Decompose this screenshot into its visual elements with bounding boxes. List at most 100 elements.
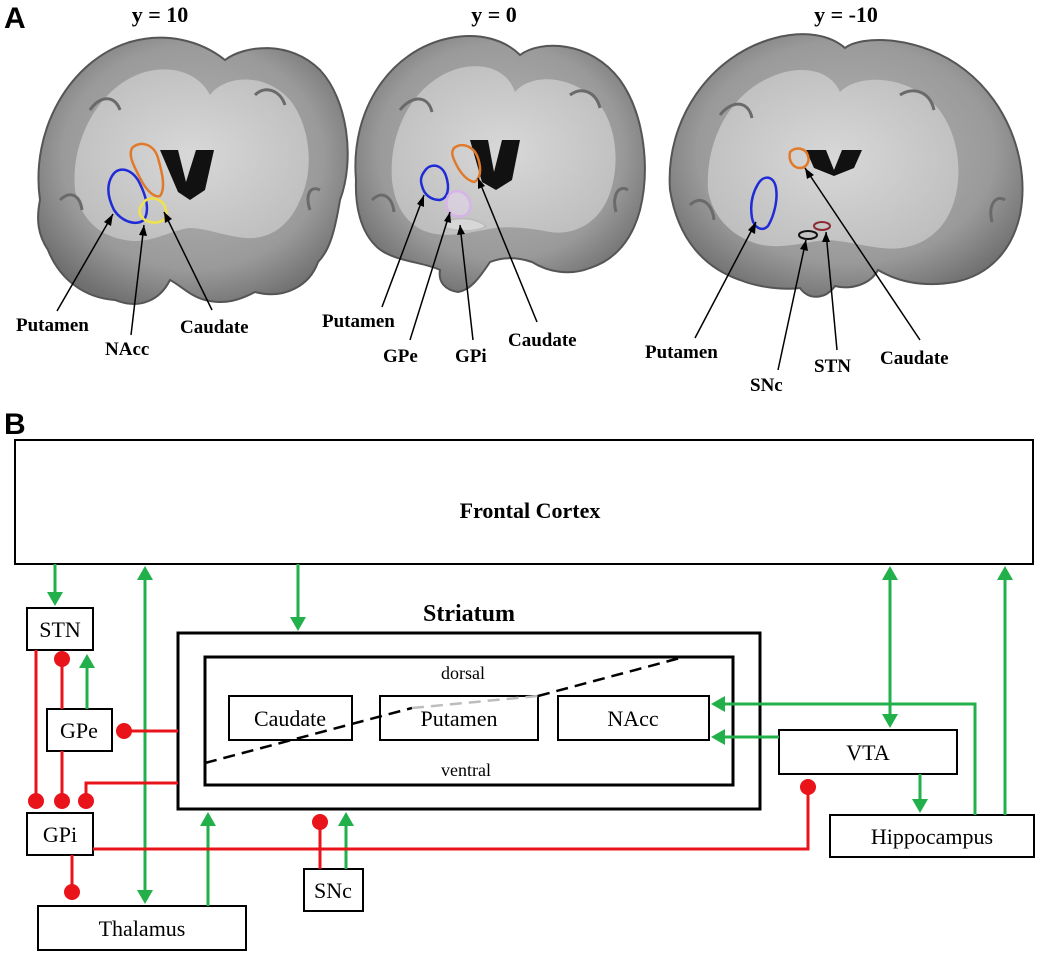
callout-arrow-putamen-ym10 — [748, 222, 756, 234]
snc-roi-ym10 — [798, 230, 818, 240]
caudate-box-label: Caudate — [254, 706, 326, 731]
striatum-title: Striatum — [423, 601, 515, 627]
label-gpe-y0: GPe — [383, 346, 418, 367]
caudate-roi-y10 — [129, 142, 165, 198]
arrowhead-cortex-stn — [47, 592, 63, 606]
endpoint-gpi-thalamus — [64, 884, 80, 900]
thalamus-node-label: Thalamus — [99, 916, 186, 941]
gyrus-fold-y0 — [370, 89, 629, 213]
arrowhead-hippocampus-cortex — [997, 566, 1013, 580]
gyrus-fold-y10 — [58, 88, 321, 211]
white-matter-ym10 — [707, 70, 959, 249]
caudate-box — [228, 695, 353, 741]
arrowhead-vta-cortex-up — [882, 566, 898, 580]
caudate-roi-y0 — [451, 144, 482, 184]
arrowhead-thalamus-striatum — [200, 812, 216, 826]
label-caudate-y10: Caudate — [180, 317, 249, 338]
ventricle-y10 — [160, 150, 214, 200]
hippocampus-node-label: Hippocampus — [871, 824, 993, 849]
snc-node-label: SNc — [314, 878, 352, 903]
white-matter-y10 — [74, 69, 309, 242]
brain-slice-ym10: y = -10 Putamen SNc STN Caudate — [645, 2, 1024, 396]
panel-b-letter: B — [4, 408, 26, 441]
dorsal-label: dorsal — [441, 663, 485, 683]
endpoint-striatum-gpi — [78, 793, 94, 809]
callout-line-caudate-y0 — [477, 177, 538, 323]
callout-line-gpe-y0 — [409, 211, 451, 341]
callout-line-caudate-y10 — [163, 211, 213, 311]
stn-roi-ym10 — [813, 221, 831, 231]
callout-arrow-stn-ym10 — [822, 232, 830, 242]
dorsal-ventral-divider-right — [537, 656, 681, 698]
callout-arrow-putamen-y0 — [417, 195, 424, 207]
arrowhead-vta-nacc — [711, 729, 725, 745]
nacc-box — [557, 695, 710, 741]
gpe-roi-y0 — [445, 189, 472, 218]
callout-arrow-gpe-y0 — [444, 212, 451, 223]
edge-hippocampus-nacc — [725, 702, 977, 815]
gpi-node-label: GPi — [43, 822, 77, 847]
gpe-node-label: GPe — [60, 718, 98, 743]
endpoint-gpe-stn-inhibitory — [54, 651, 70, 667]
gpi-node — [26, 812, 94, 856]
panel-a-letter: A — [4, 2, 26, 35]
callout-line-putamen-y0 — [381, 194, 425, 308]
endpoint-striatum-gpe — [116, 723, 132, 739]
callout-arrow-caudate-y10 — [164, 212, 172, 223]
frontal-cortex-label: Frontal Cortex — [460, 498, 601, 523]
putamen-roi-y0 — [419, 164, 450, 202]
gpe-node — [46, 708, 113, 752]
label-nacc-y10: NAcc — [105, 339, 149, 360]
label-putamen-ym10: Putamen — [645, 342, 718, 363]
slice-title-y0: y = 0 — [471, 2, 517, 27]
arrowhead-cortex-striatum — [290, 617, 306, 631]
stn-node — [26, 607, 94, 651]
inhibitory-connections — [28, 650, 816, 900]
label-putamen-y0: Putamen — [322, 311, 395, 332]
brain-slice-y0: y = 0 Putamen GPe GPi Caudate — [322, 2, 646, 367]
callout-line-stn-ym10 — [825, 231, 838, 351]
brain-slice-y10: y = 10 Putamen NAcc Caudate — [16, 2, 349, 360]
callout-line-gpi-y0 — [459, 224, 474, 341]
arrowhead-hippocampus-nacc — [711, 696, 725, 712]
edge-gpi-vta — [93, 793, 810, 851]
callout-line-caudate-ym10 — [804, 167, 921, 341]
slice-title-ym10: y = -10 — [814, 2, 878, 27]
arrowhead-vta-cortex-down — [882, 714, 898, 728]
nacc-box-label: NAcc — [607, 706, 659, 731]
callout-arrow-caudate-y0 — [478, 178, 485, 189]
endpoint-gpi-vta — [800, 779, 816, 795]
arrowhead-thalamus-cortex-down — [137, 890, 153, 904]
arrowhead-vta-hippocampus — [912, 799, 928, 813]
ventricle-ym10 — [806, 150, 862, 176]
thalamus-node — [37, 905, 247, 951]
label-stn-ym10: STN — [814, 356, 851, 377]
label-snc-ym10: SNc — [750, 375, 783, 396]
callout-line-nacc-y10 — [130, 224, 145, 336]
caudate-roi-ym10 — [788, 147, 810, 170]
callout-arrow-caudate-ym10 — [805, 168, 814, 179]
callout-line-snc-ym10 — [777, 239, 807, 371]
putamen-box-label: Putamen — [421, 706, 498, 731]
ventricle-y0 — [470, 140, 520, 190]
dorsal-ventral-divider-mid — [411, 694, 539, 710]
ventral-label: ventral — [441, 760, 491, 780]
slice-title-y10: y = 10 — [132, 2, 189, 27]
callout-arrow-nacc-y10 — [139, 225, 147, 236]
gyrus-fold-ym10 — [688, 89, 1006, 223]
callout-line-putamen-y10 — [56, 213, 114, 312]
arrowhead-gpe-stn — [79, 654, 95, 668]
endpoint-gpi-striatum-via-snc — [312, 814, 328, 830]
callout-arrow-snc-ym10 — [800, 240, 808, 251]
callout-arrow-gpi-y0 — [457, 225, 465, 235]
vta-node-label: VTA — [846, 740, 890, 765]
endpoint-stn-gpi — [28, 793, 44, 809]
stn-node-label: STN — [39, 617, 81, 642]
putamen-roi-ym10 — [750, 176, 778, 230]
arrowhead-thalamus-cortex-up — [137, 566, 153, 580]
label-putamen-y10: Putamen — [16, 315, 89, 336]
label-caudate-y0: Caudate — [508, 330, 577, 351]
callout-arrow-putamen-y10 — [104, 214, 113, 226]
arrowhead-snc-striatum — [338, 812, 354, 826]
